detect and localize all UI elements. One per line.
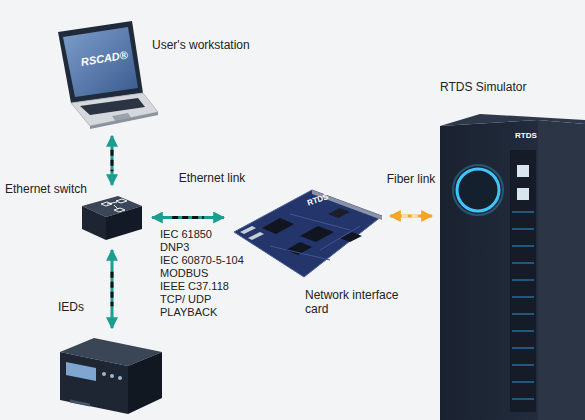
ied-illustration-part: [70, 400, 90, 407]
interface-card-illustration-part: [240, 226, 256, 234]
protocol-name: MODBUS: [160, 267, 208, 280]
link-line: [111, 136, 114, 185]
ied-illustration: [60, 338, 162, 414]
rack-slots-part: [512, 228, 534, 229]
rack-slots-part: [512, 398, 534, 399]
logo-text: RTDS: [306, 192, 330, 208]
link-dash: [402, 215, 420, 218]
laptop-illustration-part: [58, 21, 143, 103]
link-line: [111, 250, 114, 328]
rack-slots-part: [512, 330, 534, 331]
link-dash: [172, 216, 204, 219]
interface-card-illustration-part: [248, 232, 264, 240]
link-label: Ethernet link: [179, 171, 246, 185]
link-line: [152, 216, 224, 219]
laptop-illustration-part: [63, 27, 138, 97]
simulator-illustration-part: [510, 150, 536, 412]
rack-slots-part: [512, 296, 534, 297]
interface-card-illustration-part: [234, 190, 382, 277]
interface-card-illustration: [234, 190, 382, 277]
simulator-illustration-part: [517, 188, 529, 200]
device-label: User's workstation: [152, 38, 250, 52]
switch-illustration-part: [101, 199, 127, 212]
link-arrow: [152, 217, 224, 218]
interface-card-illustration-part: [262, 218, 294, 234]
rack-slots-part: [512, 364, 534, 365]
simulator-illustration-part: [517, 165, 529, 177]
interface-card-illustration-part: [270, 214, 360, 260]
device-node: User's workstation: [55, 20, 150, 128]
link-arrow: [112, 250, 113, 328]
device-node: IEDs: [58, 336, 164, 416]
simulator-illustration-part: [538, 120, 585, 420]
rack-slots-part: [512, 262, 534, 263]
rack-slots-part: [512, 347, 534, 348]
protocol-name: PLAYBACK: [160, 306, 217, 319]
rack-slots-part: [512, 279, 534, 280]
device-label: IEDs: [58, 300, 84, 314]
rack-slots-part: [512, 245, 534, 246]
ied-illustration-part: [60, 352, 128, 414]
link-line: [390, 215, 432, 218]
simulator-illustration-part: [440, 120, 538, 420]
simulator-illustration-part: [457, 169, 499, 211]
switch-illustration-part: [82, 206, 106, 240]
device-label: Network interface card: [305, 288, 417, 316]
simulator-illustration: [440, 114, 585, 420]
switch-illustration-part: [106, 206, 142, 240]
device-node: RTDS Simulator: [440, 118, 585, 420]
rack-slots-part: [512, 313, 534, 314]
link-label: Fiber link: [387, 172, 436, 186]
link-dash: [111, 272, 114, 306]
interface-card-illustration-part: [300, 226, 334, 242]
logo-text: RSCAD®: [80, 49, 129, 69]
logo-text: RTDS: [515, 131, 537, 141]
interface-card-illustration-part: [328, 208, 350, 218]
interface-card-illustration-part: [340, 232, 362, 242]
protocol-name: IEC 60870-5-104: [160, 254, 244, 267]
device-label: Ethernet switch: [5, 182, 87, 196]
protocol-name: IEEE C37.118: [160, 280, 229, 293]
protocol-name: DNP3: [160, 241, 189, 254]
ied-illustration-part: [128, 352, 162, 414]
ied-illustration-part: [66, 362, 96, 381]
switch-illustration: [82, 196, 142, 240]
simulator-illustration-part: [453, 165, 503, 215]
link-arrow: [390, 216, 432, 217]
laptop-illustration-part: [90, 112, 158, 129]
laptop-illustration-part: [80, 98, 145, 115]
rack-slots-part: [512, 211, 534, 212]
device-label: RTDS Simulator: [440, 80, 526, 94]
link-arrow: [112, 136, 113, 185]
device-node: Ethernet switch: [80, 193, 144, 242]
laptop-illustration: [58, 21, 158, 129]
rack-slots-part: [512, 381, 534, 382]
link-dash: [111, 150, 114, 172]
ied-illustration-part: [118, 376, 122, 380]
protocol-name: TCP/ UDP: [160, 293, 211, 306]
protocol-name: IEC 61850: [160, 228, 212, 241]
ied-illustration-part: [102, 372, 106, 376]
ied-illustration-part: [110, 374, 114, 378]
rack-slots: [512, 212, 534, 399]
